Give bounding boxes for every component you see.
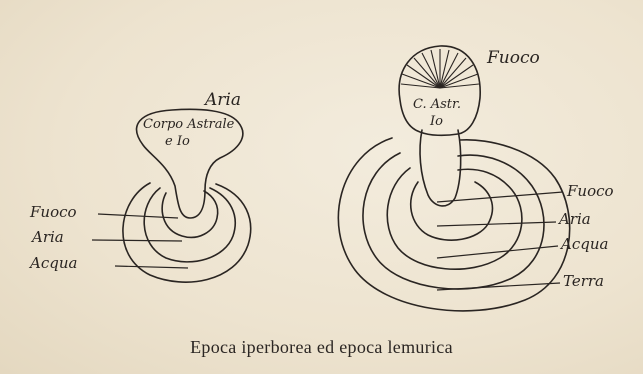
left-title: Aria	[205, 90, 241, 110]
right-shell-1	[411, 182, 493, 240]
right-center-label-1: C. Astr.	[413, 97, 461, 112]
left-layer-aria: Aria	[32, 228, 64, 246]
left-center-label-1: Corpo Astrale	[143, 117, 234, 132]
right-leaders	[437, 192, 563, 290]
right-layer-terra: Terra	[563, 272, 604, 290]
left-middle-shell	[144, 188, 235, 262]
right-center-label-2: Io	[430, 114, 443, 129]
figure-caption: Epoca iperborea ed epoca lemurica	[0, 337, 643, 358]
right-layer-aria: Aria	[559, 210, 591, 228]
left-layer-fuoco: Fuoco	[30, 203, 77, 221]
right-astral-stem	[420, 130, 461, 206]
right-title: Fuoco	[487, 48, 540, 68]
right-layer-fuoco: Fuoco	[567, 182, 614, 200]
left-layer-acqua: Acqua	[30, 254, 77, 272]
right-layer-acqua: Acqua	[561, 235, 608, 253]
right-shell-2	[387, 168, 522, 269]
left-inner-shell	[162, 191, 218, 237]
left-center-label-2: e Io	[165, 134, 190, 149]
